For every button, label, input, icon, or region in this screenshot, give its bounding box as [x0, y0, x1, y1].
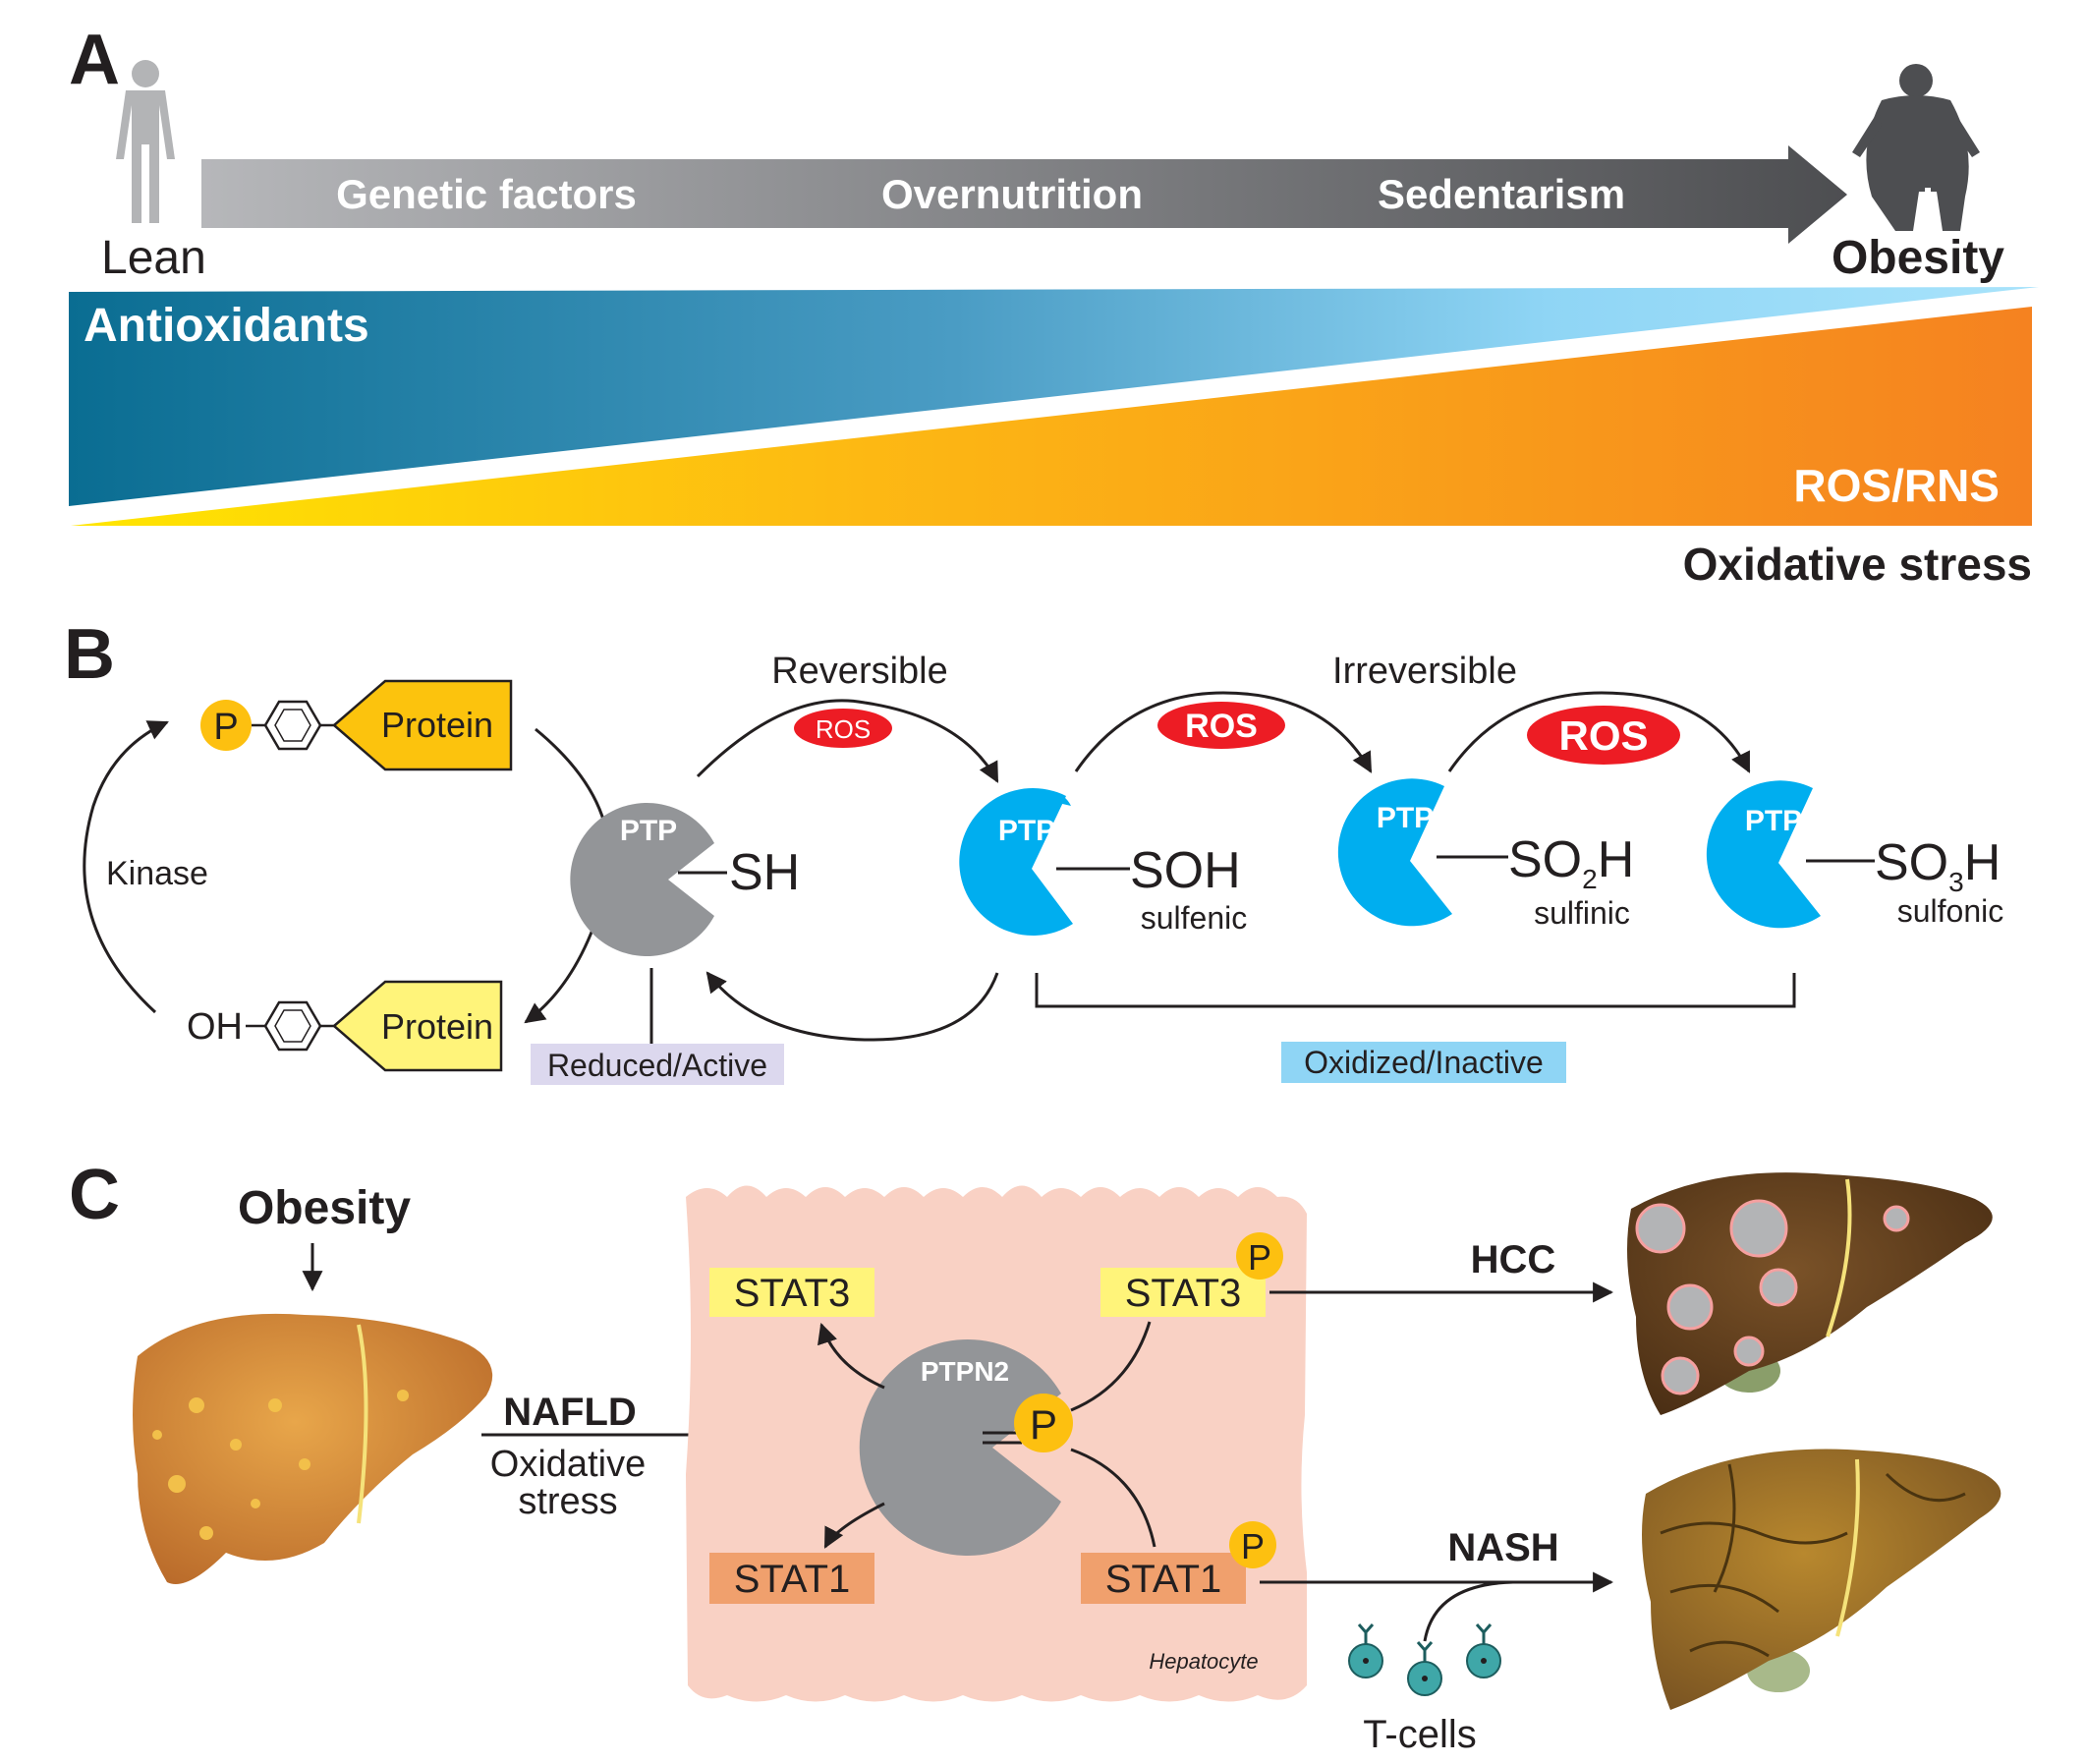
reduced-active-label: Reduced/Active	[547, 1048, 767, 1083]
factor-genetic: Genetic factors	[336, 171, 637, 217]
reversible-label: Reversible	[771, 651, 948, 692]
lean-label: Lean	[101, 232, 206, 284]
ptp-sulfenic-shape	[959, 788, 1073, 937]
sh-label: SH	[729, 844, 800, 901]
obesity-label: Obesity	[1832, 232, 2004, 284]
phospho-stat1-circle	[1229, 1521, 1276, 1568]
ros-rns-wedge	[71, 307, 2032, 526]
phospho-stat3-circle	[1236, 1232, 1283, 1280]
panel-c-letter: C	[69, 1156, 120, 1234]
ptp-sulfonic-shape	[1706, 780, 1821, 929]
hcc-liver-image	[1627, 1172, 1993, 1415]
ptpn2-to-stat3-arrow	[817, 1323, 885, 1390]
stat1-right-label: STAT1	[1105, 1558, 1222, 1601]
phospho-stat3-label: P	[1248, 1237, 1271, 1278]
phospho-stat1-label: P	[1241, 1526, 1265, 1566]
protein-top-shape	[332, 679, 513, 771]
oxidized-inactive-box	[1281, 1042, 1566, 1083]
stat3p-to-ptpn2-line	[1070, 1321, 1152, 1412]
tcells-label: T-cells	[1363, 1713, 1477, 1756]
stat3-box-right	[1100, 1268, 1266, 1317]
phospho-top-label: P	[213, 707, 238, 748]
protein-top-label: Protein	[381, 705, 493, 745]
ptpn2-label: PTPN2	[921, 1356, 1009, 1387]
so3h-label: SO3H	[1875, 834, 2001, 897]
irreversible-label: Irreversible	[1332, 651, 1517, 692]
ros-badge-3-label: ROS	[1558, 712, 1648, 759]
ros-badge-2-label: ROS	[1185, 708, 1258, 745]
ptp-sulfinic-label: PTP	[1377, 802, 1434, 834]
hcc-label: HCC	[1471, 1238, 1556, 1281]
factor-overnutrition: Overnutrition	[881, 171, 1143, 217]
stat1-box-left	[709, 1553, 874, 1604]
antioxidants-wedge	[69, 287, 2039, 506]
stat1p-to-ptpn2-line	[1070, 1448, 1156, 1548]
sulfenic-label: sulfenic	[1141, 900, 1248, 936]
benzene-ring-bottom-icon	[263, 1000, 322, 1052]
kinase-label: Kinase	[106, 855, 208, 892]
stat3-left-label: STAT3	[734, 1272, 851, 1315]
sulfonic-label: sulfonic	[1897, 893, 2004, 929]
panel-b: B P Protein OH Protein Kinase PTP SH Red…	[64, 615, 2003, 1085]
panel-c: C Obesity NAFLD Oxidative stress Hepatoc…	[69, 1156, 2001, 1756]
oxidative-stress-label: Oxidative stress	[1683, 539, 2032, 590]
antioxidants-label: Antioxidants	[84, 300, 369, 352]
ptpn2-phospho-circle	[1014, 1394, 1073, 1452]
ptpn2-to-stat1-arrow	[823, 1502, 885, 1549]
ptp-reduced-label: PTP	[620, 815, 677, 847]
ptp-sulfinic-shape	[1337, 778, 1452, 927]
oxidation-arrow-reversible	[696, 699, 999, 783]
progression-arrow	[201, 145, 1847, 244]
oh-label: OH	[187, 1006, 243, 1048]
tcell-contribution-line	[1423, 1580, 1514, 1642]
kinase-arrow	[83, 720, 169, 1014]
ros-badge-3	[1527, 706, 1680, 765]
protein-bottom-label: Protein	[381, 1006, 493, 1047]
ros-badge-1	[794, 709, 892, 748]
stat1-left-label: STAT1	[734, 1558, 851, 1601]
oxidative-c-label: Oxidative	[490, 1444, 646, 1485]
so2h-label: SO2H	[1508, 831, 1634, 894]
factor-sedentarism: Sedentarism	[1378, 171, 1625, 217]
nash-label: NASH	[1447, 1526, 1558, 1569]
ptp-sulfonic-label: PTP	[1745, 805, 1802, 837]
ros-badge-2	[1157, 702, 1285, 749]
hepatocyte-label: Hepatocyte	[1149, 1649, 1258, 1674]
nafld-liver-image	[133, 1313, 493, 1584]
stat3-box-left	[709, 1268, 874, 1317]
tcell-icon-3	[1466, 1623, 1501, 1679]
ptp-sulfenic-label: PTP	[998, 815, 1055, 847]
panel-a: A Lean Genetic factors Overnutrition Sed…	[69, 21, 2039, 590]
stat3-right-label: STAT3	[1125, 1272, 1242, 1315]
nafld-label: NAFLD	[503, 1391, 637, 1434]
reduced-active-box	[531, 1044, 784, 1085]
lean-person-icon	[116, 60, 175, 223]
oxidized-bracket	[1035, 973, 1796, 1008]
obese-person-icon	[1852, 64, 1980, 231]
sulfinic-label: sulfinic	[1534, 895, 1630, 931]
protein-bottom-shape	[332, 980, 503, 1072]
stat1-box-right	[1081, 1553, 1246, 1604]
stress-c-label: stress	[518, 1481, 617, 1522]
panel-b-letter: B	[64, 615, 115, 694]
reduction-arrow	[705, 971, 999, 1042]
ros-badge-1-label: ROS	[816, 714, 871, 744]
ptpn2-shape	[859, 1338, 1061, 1556]
tcell-icon-2	[1407, 1641, 1442, 1696]
panel-a-letter: A	[69, 21, 120, 99]
tcell-icon-1	[1348, 1623, 1383, 1679]
ros-rns-label: ROS/RNS	[1793, 460, 2000, 511]
ptpn2-phospho-label: P	[1030, 1401, 1057, 1448]
oxidation-arrow-sulfinic	[1074, 691, 1373, 773]
oxidized-inactive-label: Oxidized/Inactive	[1304, 1045, 1544, 1080]
oxidation-arrow-sulfonic	[1447, 691, 1751, 773]
obesity-c-label: Obesity	[238, 1182, 411, 1234]
ptp-reduced-shape	[570, 803, 714, 957]
benzene-ring-top-icon	[263, 700, 322, 751]
soh-label: SOH	[1130, 842, 1241, 899]
nash-liver-image	[1642, 1449, 2001, 1710]
phospho-circle-top	[200, 700, 252, 751]
